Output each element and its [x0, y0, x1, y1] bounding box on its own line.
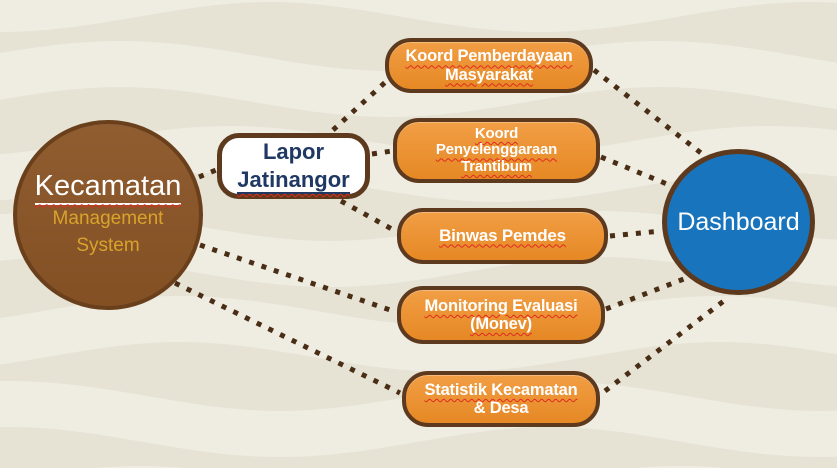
wave-band — [0, 210, 837, 288]
node-binwas-pemdes: Binwas Pemdes — [397, 208, 608, 264]
edge-kecamatan-to-monev — [199, 242, 397, 315]
node-lapor-jatinangor: Lapor Jatinangor — [217, 133, 370, 199]
dashboard-label: Dashboard — [677, 207, 800, 236]
edge-statistik-to-dashboard — [603, 295, 731, 393]
edge-lapor-to-binwas_pemdes — [339, 198, 401, 236]
node-statistik: Statistik Kecamatan & Desa — [402, 371, 600, 427]
box-line: Binwas Pemdes — [439, 225, 566, 245]
node-monev: Monitoring Evaluasi (Monev) — [397, 286, 605, 344]
node-koord-pemberdayaan: Koord Pemberdayaan Masyarakat — [385, 38, 593, 93]
wave-band — [0, 380, 837, 458]
kecamatan-subtitle-line: Management — [52, 207, 164, 229]
box-line: Penyelenggaraan — [435, 141, 558, 159]
lapor-line: Lapor — [262, 139, 325, 165]
box-line: Monitoring Evaluasi — [424, 296, 578, 315]
kecamatan-title: Kecamatan — [34, 170, 182, 205]
edge-lapor-to-koord_pemberdayaan — [331, 75, 393, 132]
box-line: Masyarakat — [445, 65, 533, 84]
box-line: Trantibum — [461, 157, 532, 175]
lapor-line: Jatinangor — [237, 166, 350, 194]
edge-binwas_pemdes-to-dashboard — [609, 228, 662, 239]
box-line: Koord Pemberdayaan — [405, 47, 573, 66]
edge-kecamatan-to-statistik — [173, 280, 402, 396]
box-line: Koord — [474, 124, 519, 142]
edge-koord_trantibum-to-dashboard — [600, 154, 668, 187]
node-dashboard: Dashboard — [662, 149, 815, 295]
node-koord-trantibum: Koord Penyelenggaraan Trantibum — [393, 118, 600, 183]
kecamatan-subtitle-line: System — [76, 235, 140, 257]
edge-kecamatan-to-lapor — [198, 167, 217, 180]
box-line: & Desa — [473, 399, 529, 417]
box-line: Statistik Kecamatan — [424, 380, 578, 399]
edge-lapor-to-koord_trantibum — [371, 148, 393, 157]
wave-band — [0, 295, 837, 373]
edge-monev-to-dashboard — [605, 274, 690, 312]
wave-band — [0, 40, 837, 118]
box-line: (Monev) — [470, 315, 532, 333]
edge-koord_pemberdayaan-to-dashboard — [592, 68, 703, 155]
node-kecamatan: Kecamatan Management System — [13, 120, 203, 310]
